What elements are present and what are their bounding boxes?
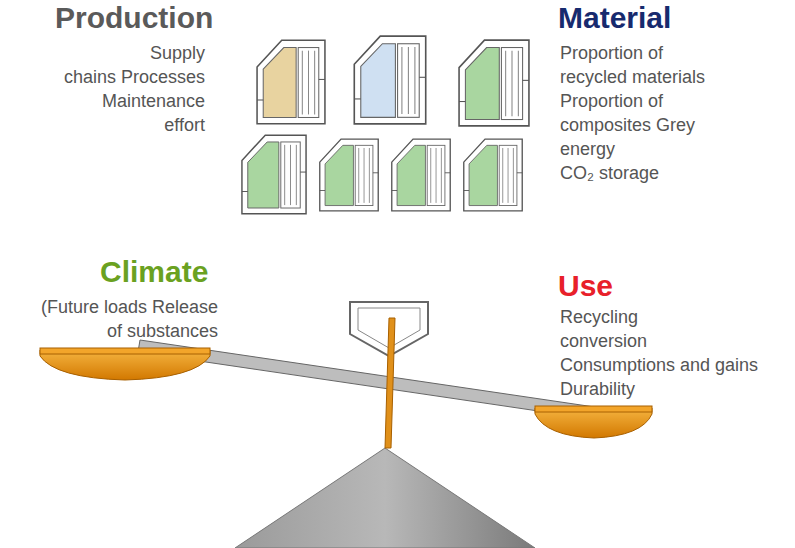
- heading: Production: [55, 0, 213, 36]
- window-profile: [459, 40, 529, 126]
- body-text: Durability: [560, 378, 635, 400]
- body-text: (Future loads Release: [41, 296, 218, 318]
- heading: Material: [558, 0, 671, 36]
- window-profile: [354, 36, 425, 124]
- window-profile: [320, 139, 378, 211]
- window-profile: [257, 40, 325, 123]
- body-text: Recycling: [560, 306, 638, 328]
- scale-pan: [535, 406, 652, 412]
- body-text: composites Grey: [560, 114, 695, 136]
- window-profile: [464, 139, 522, 211]
- body-text: chains Processes: [64, 66, 205, 88]
- body-text: of substances: [107, 320, 218, 342]
- body-text: recycled materials: [560, 66, 705, 88]
- window-profile: [242, 135, 306, 214]
- body-text: Proportion of: [560, 90, 663, 112]
- heading: Use: [558, 268, 613, 304]
- heading: Climate: [100, 254, 208, 290]
- body-text: Consumptions and gains: [560, 354, 758, 376]
- body-text: Supply: [150, 42, 205, 64]
- body-text: energy: [560, 138, 615, 160]
- body-text: Maintenance: [102, 90, 205, 112]
- scale-base: [235, 448, 535, 548]
- body-text: CO₂ storage: [560, 162, 659, 184]
- window-profile: [392, 139, 450, 211]
- body-text: conversion: [560, 330, 647, 352]
- body-text: Proportion of: [560, 42, 663, 64]
- scale-pointer: [385, 318, 395, 448]
- scale-pan: [40, 348, 210, 354]
- body-text: effort: [164, 114, 205, 136]
